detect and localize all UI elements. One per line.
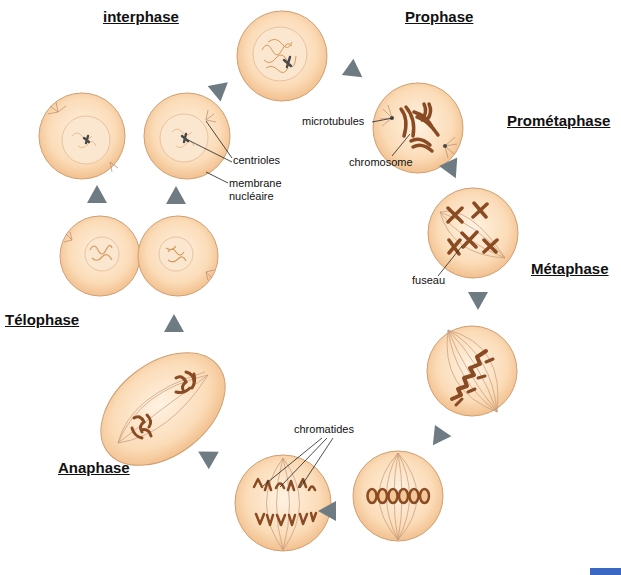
part-label: fuseau: [412, 274, 445, 287]
late-anaphase-cell: [132, 415, 151, 438]
leader-lines: [438, 246, 462, 276]
interphase-cells: [39, 93, 230, 179]
interphase-cell: [262, 39, 296, 72]
leader-lines: [300, 438, 333, 488]
telophase-cells: [138, 216, 218, 296]
metaphase-cell: [427, 326, 517, 416]
phase-title: interphase: [103, 8, 179, 25]
anaphase-cell: [256, 513, 316, 525]
interphase-cells: [84, 134, 188, 143]
anaphase-cell: [254, 479, 315, 490]
leader-lines: [188, 140, 232, 162]
part-label: chromosome: [349, 156, 413, 169]
metaphase-plate-cell: [368, 489, 377, 503]
metaphase-cell: [447, 330, 498, 412]
prometaphase-cell: [448, 203, 497, 254]
phase-title: Prophase: [405, 8, 473, 25]
interphase-cell: [237, 11, 327, 101]
phase-title: Télophase: [5, 311, 79, 328]
cycle-arrows: [166, 186, 186, 204]
metaphase-plate-cell: [378, 489, 387, 503]
telophase-cells: [90, 245, 186, 261]
cycle-arrows: [87, 59, 488, 521]
phase-title: Prométaphase: [507, 112, 610, 129]
leader-lines: [206, 172, 228, 183]
metaphase-cell: [456, 359, 493, 405]
leader-lines: [206, 121, 232, 158]
late-anaphase-cell: [118, 372, 208, 443]
interphase-cell: [253, 27, 307, 81]
cycle-arrows: [342, 59, 368, 86]
interphase-cell: [237, 11, 327, 101]
interphase-cells: [72, 129, 194, 148]
corner-mark: [590, 568, 621, 575]
part-label: membrane nucléaire: [229, 177, 287, 202]
metaphase-plate-cell: [353, 451, 443, 541]
metaphase-plate-cell: [353, 451, 443, 541]
leader-lines: [392, 134, 410, 156]
metaphase-plate-cell: [399, 489, 408, 503]
cycle-arrows: [468, 292, 488, 310]
prophase-cell: [380, 105, 457, 158]
cycle-arrows: [425, 425, 452, 451]
part-label: microtubules: [302, 115, 364, 128]
telophase-cells: [159, 237, 193, 271]
leader-lines: [188, 118, 462, 488]
part-label: chromatides: [294, 423, 354, 436]
metaphase-plate-cell: [410, 489, 419, 503]
part-label: centrioles: [233, 154, 280, 167]
phase-title: Métaphase: [531, 260, 609, 277]
cycle-arrows: [208, 75, 235, 102]
prophase-cell: [401, 104, 438, 151]
prometaphase-cell: [428, 188, 518, 278]
late-anaphase-cell: [176, 372, 195, 393]
telophase-cells: [64, 232, 214, 280]
cycle-arrows: [193, 443, 219, 469]
cycle-arrows: [439, 158, 465, 183]
metaphase-plate-cell: [389, 489, 398, 503]
prometaphase-cell: [428, 188, 518, 278]
telophase-cells: [60, 216, 140, 296]
leader-lines: [372, 118, 393, 122]
metaphase-plate-cell: [420, 489, 429, 503]
interphase-cell: [284, 57, 291, 67]
interphase-cells: [48, 102, 216, 172]
interphase-cells: [144, 93, 230, 179]
cycle-arrows: [318, 501, 336, 521]
leader-lines: [263, 438, 322, 486]
prophase-cell: [443, 144, 447, 148]
leader-lines: [280, 438, 327, 487]
telophase-cells: [60, 216, 218, 296]
phase-title: Anaphase: [58, 459, 130, 476]
cycle-arrows: [164, 314, 184, 332]
metaphase-cell: [427, 326, 517, 416]
cycle-arrows: [87, 185, 107, 203]
